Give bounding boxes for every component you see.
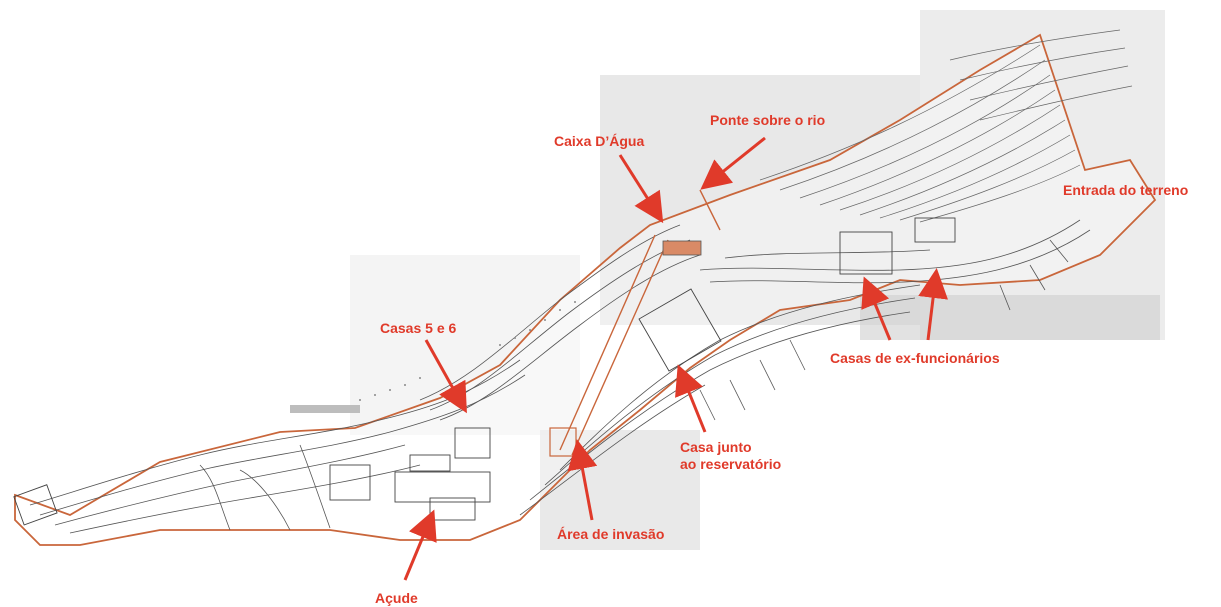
building-icon (638, 288, 722, 372)
building-icon (429, 497, 476, 521)
arrow-icon (918, 268, 949, 341)
label-entrada-do-terreno: Entrada do terreno (1063, 182, 1189, 198)
building-icon (13, 484, 58, 526)
arrow-icon (700, 136, 766, 190)
label-casa-junto-reservatorio: Casa junto ao reservatório (680, 439, 781, 473)
arrow-icon (861, 276, 892, 341)
label-caixa-dagua: Caixa D’Água (554, 133, 645, 149)
scan-background (290, 10, 1165, 550)
building-icon (329, 464, 371, 501)
label-area-de-invasao: Área de invasão (557, 526, 665, 542)
building-icon (394, 471, 491, 503)
hill-contours (759, 29, 1133, 223)
arrow-icon (567, 439, 598, 521)
annotation-arrows (403, 136, 949, 581)
building-icon (409, 454, 451, 472)
label-casas-5-e-6: Casas 5 e 6 (380, 320, 457, 336)
dotted-trail (359, 301, 576, 401)
contour-lines (29, 219, 1091, 534)
label-casa-junto-line1: Casa junto (680, 439, 752, 455)
building-icon (662, 240, 702, 256)
lot-dividers (699, 239, 1069, 421)
building-icon (914, 217, 956, 243)
arrow-icon (675, 364, 707, 433)
terrain-boundary (14, 33, 1157, 546)
building-icon (454, 427, 491, 459)
label-acude: Açude (375, 590, 418, 606)
access-road (559, 189, 721, 456)
arrow-icon (618, 154, 664, 224)
arrow-icon (424, 339, 467, 414)
label-casa-junto-line2: ao reservatório (680, 456, 782, 472)
building-icon (839, 231, 893, 275)
label-ponte-sobre-o-rio: Ponte sobre o rio (710, 112, 826, 128)
label-casas-ex-funcionarios: Casas de ex-funcionários (830, 350, 1000, 366)
arrow-icon (403, 509, 437, 581)
